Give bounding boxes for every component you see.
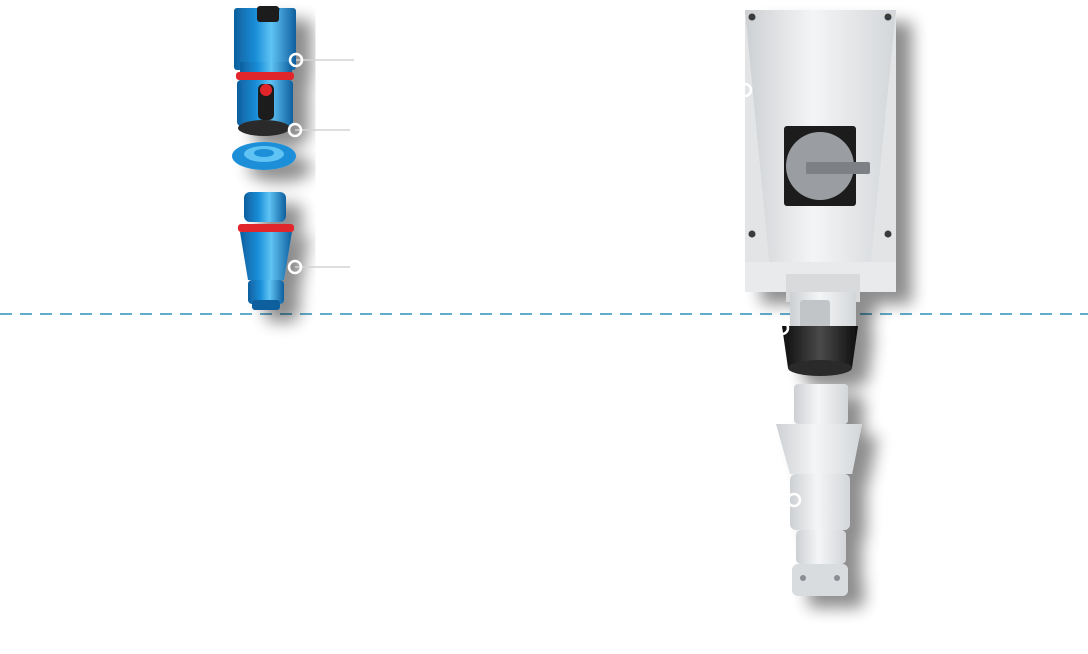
rotary-switch-icon [784, 126, 870, 206]
callout-housing[interactable] [288, 52, 354, 68]
red-seal-upper-icon [236, 72, 294, 80]
callout-socket-right[interactable] [774, 320, 790, 336]
socket-face-icon [237, 80, 293, 136]
socket-icon [782, 274, 860, 376]
plug-icon-gray [776, 384, 862, 596]
plug-icon [238, 192, 294, 310]
left-product-blue [232, 6, 296, 310]
wall-socket-housing-icon [234, 6, 296, 80]
right-product-gray [745, 10, 896, 596]
callout-plug-blue[interactable] [287, 259, 350, 275]
callout-plug-right[interactable] [786, 492, 802, 508]
hinged-cover-icon [232, 142, 296, 170]
callout-enclosure[interactable] [737, 82, 753, 98]
callout-socket-face[interactable] [287, 122, 350, 138]
